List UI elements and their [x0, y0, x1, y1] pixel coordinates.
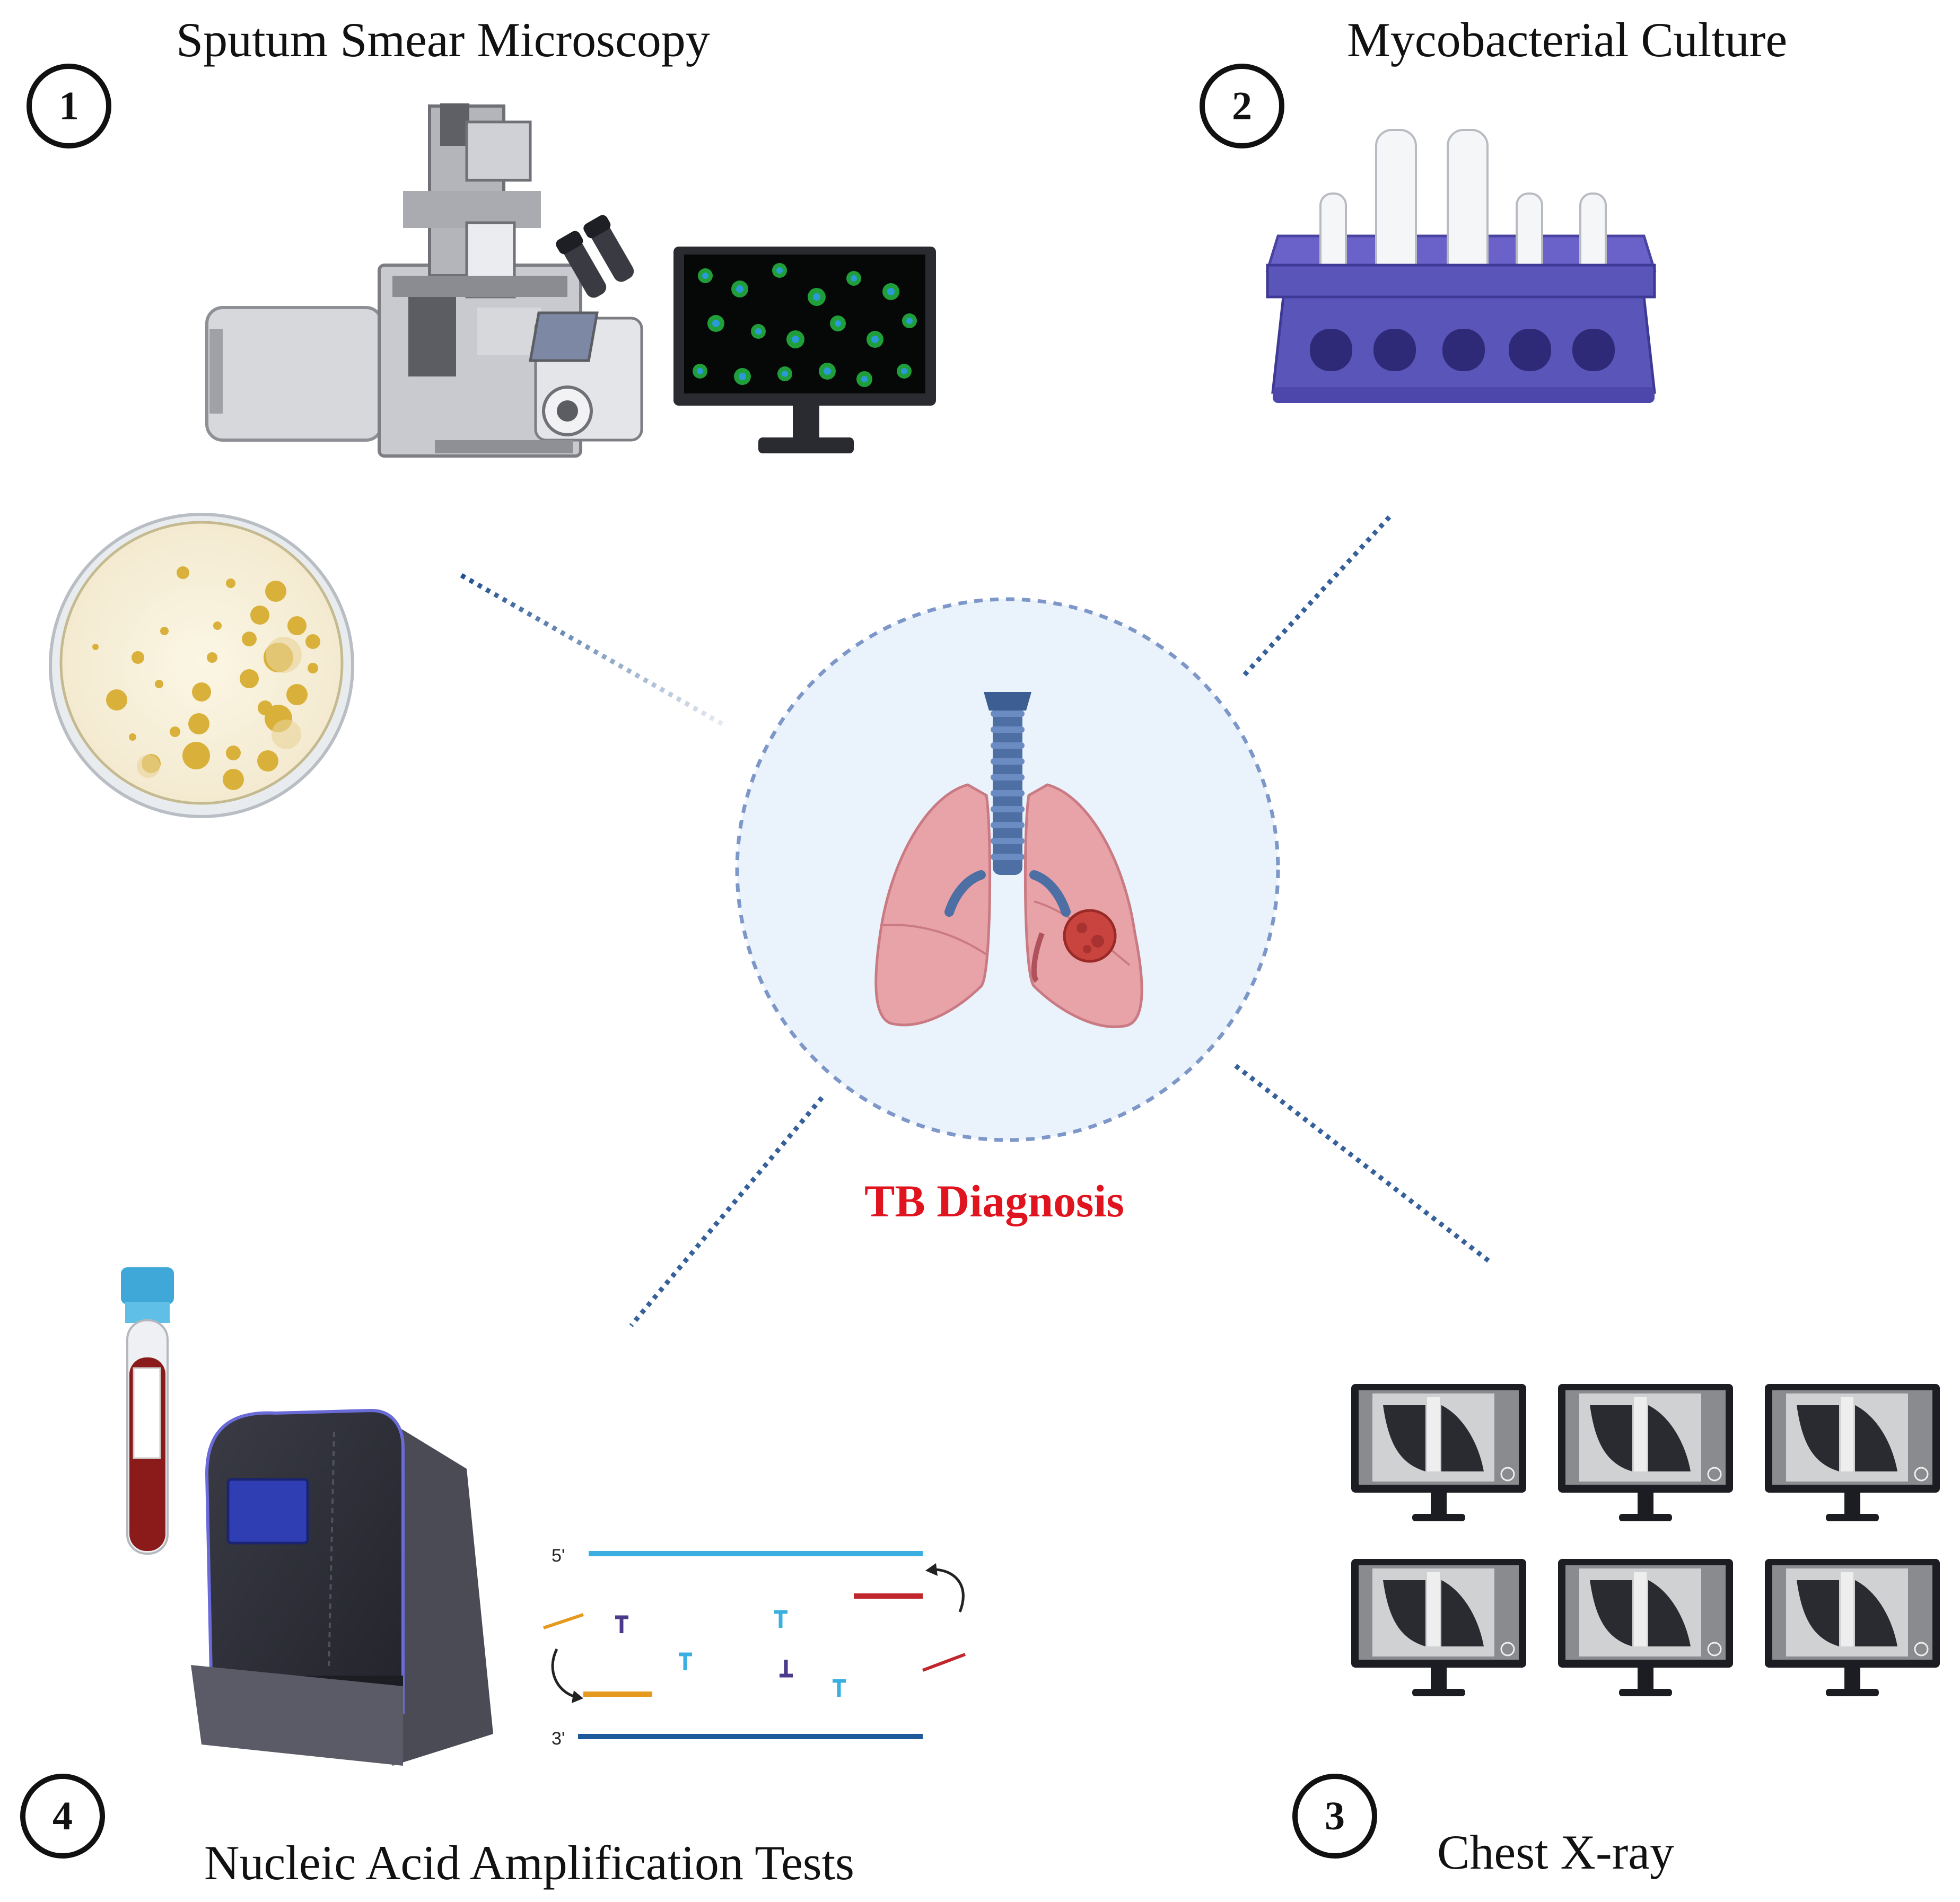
petri-dish-icon: [49, 513, 354, 818]
monitor-cells-icon: [673, 247, 936, 453]
connector-4: [629, 1096, 824, 1327]
connector-3: [1234, 1064, 1492, 1264]
test-tube-rack-icon: [1265, 129, 1657, 403]
xray-monitor: [1765, 1384, 1940, 1521]
method-3-number-badge: 3: [1292, 1774, 1377, 1859]
xray-monitor: [1351, 1384, 1526, 1521]
five-prime-label: 5': [552, 1546, 565, 1566]
xray-monitors-icon: [1351, 1384, 1940, 1696]
center-label: TB Diagnosis: [864, 1176, 1124, 1226]
method-4-number-badge: 4: [20, 1774, 105, 1859]
lungs-with-tumor-icon: [874, 692, 1143, 1028]
xray-monitor: [1558, 1559, 1733, 1696]
connector-2: [1239, 515, 1392, 681]
method-2-number-badge: 2: [1200, 64, 1284, 148]
connector-lines: [460, 515, 1492, 1327]
xray-monitor: [1558, 1384, 1733, 1521]
pcr-machine-icon: [191, 1408, 493, 1766]
blood-tube-icon: [121, 1267, 174, 1555]
three-prime-label: 3': [552, 1729, 565, 1749]
method-1-number-badge: 1: [27, 64, 111, 148]
method-1-title: Sputum Smear Microscopy: [176, 13, 710, 67]
connector-1: [460, 573, 728, 729]
method-4-title: Nucleic Acid Amplification Tests: [204, 1836, 854, 1890]
dna-replication-icon: 5' 3': [543, 1546, 966, 1749]
xray-monitor: [1765, 1559, 1940, 1696]
tumor-icon: [1063, 909, 1117, 963]
xray-monitor: [1351, 1559, 1526, 1696]
method-3-title: Chest X-ray: [1437, 1825, 1675, 1879]
microscope-icon: [205, 103, 643, 458]
method-2-title: Mycobacterial Culture: [1347, 13, 1788, 67]
